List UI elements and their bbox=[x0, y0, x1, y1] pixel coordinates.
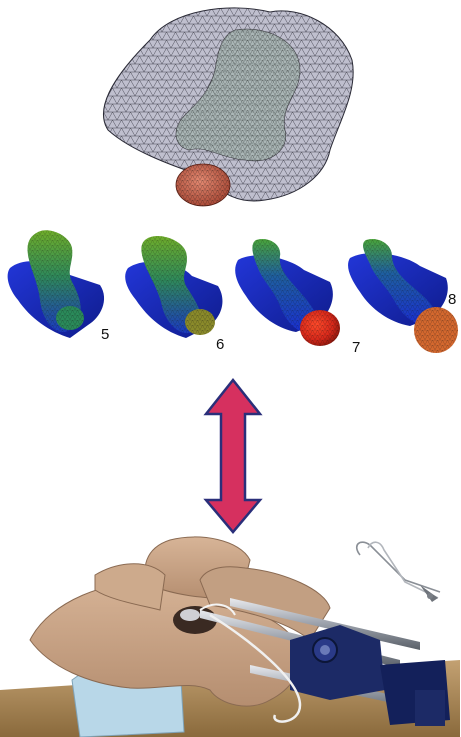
stage-model-6 bbox=[125, 236, 222, 338]
stage-model-5 bbox=[8, 230, 104, 338]
stage-model-7 bbox=[235, 239, 340, 346]
pelvis-mesh-model bbox=[103, 8, 353, 206]
double-vertical-arrow-icon bbox=[206, 380, 260, 532]
stage-label-7: 7 bbox=[352, 339, 360, 356]
forceps-icon bbox=[357, 542, 440, 602]
stage-label-5: 5 bbox=[101, 326, 109, 343]
stage-label-8: 8 bbox=[448, 291, 456, 308]
stage-label-6: 6 bbox=[216, 336, 224, 353]
stage-model-8 bbox=[348, 239, 458, 353]
